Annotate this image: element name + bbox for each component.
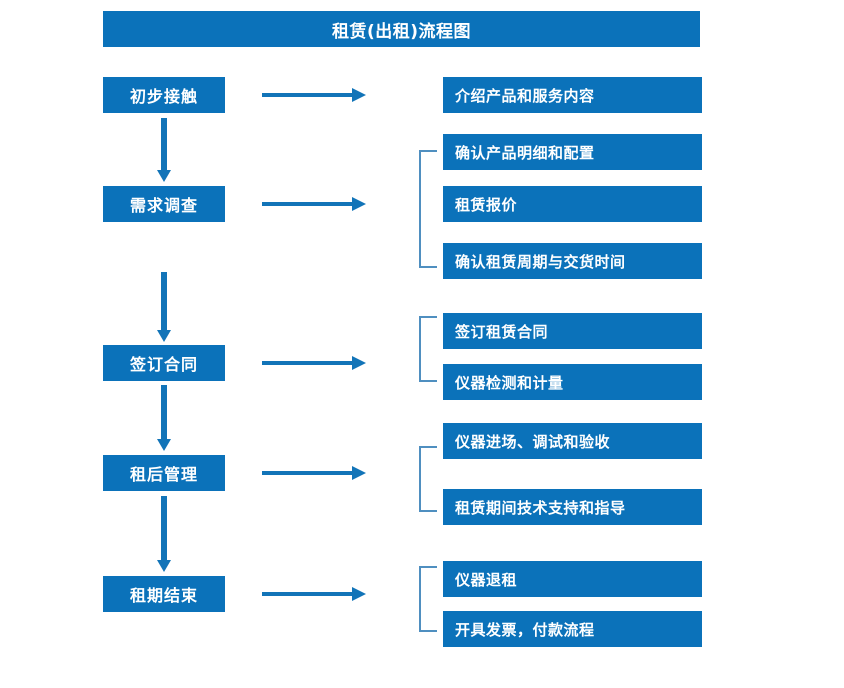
arrow-head-down-icon	[157, 170, 171, 182]
page-title: 租赁(出租)流程图	[103, 11, 700, 47]
arrow-head-right-icon	[352, 587, 366, 601]
detail-box-5[interactable]: 签订租赁合同	[443, 313, 702, 349]
arrow-shaft	[161, 385, 167, 439]
arrow-head-right-icon	[352, 356, 366, 370]
detail-box-8[interactable]: 租赁期间技术支持和指导	[443, 489, 702, 525]
arrow-shaft	[262, 471, 352, 475]
vertical-arrow-2	[157, 272, 171, 342]
arrow-shaft	[262, 361, 352, 365]
detail-box-4[interactable]: 确认租赁周期与交货时间	[443, 243, 702, 279]
arrow-shaft	[262, 592, 352, 596]
vertical-arrow-4	[157, 496, 171, 572]
arrow-head-down-icon	[157, 330, 171, 342]
stage-box-1[interactable]: 初步接触	[103, 77, 225, 113]
arrow-head-right-icon	[352, 197, 366, 211]
vertical-arrow-1	[157, 118, 171, 182]
detail-box-7[interactable]: 仪器进场、调试和验收	[443, 423, 702, 459]
arrow-head-down-icon	[157, 439, 171, 451]
stage-box-3[interactable]: 签订合同	[103, 345, 225, 381]
horizontal-arrow-1	[262, 88, 366, 102]
arrow-head-down-icon	[157, 560, 171, 572]
stage-box-4[interactable]: 租后管理	[103, 455, 225, 491]
stage-box-2[interactable]: 需求调查	[103, 186, 225, 222]
group-bracket-2	[419, 316, 437, 382]
detail-box-1[interactable]: 介绍产品和服务内容	[443, 77, 702, 113]
arrow-head-right-icon	[352, 88, 366, 102]
horizontal-arrow-2	[262, 197, 366, 211]
vertical-arrow-3	[157, 385, 171, 451]
arrow-shaft	[262, 202, 352, 206]
detail-box-9[interactable]: 仪器退租	[443, 561, 702, 597]
horizontal-arrow-3	[262, 356, 366, 370]
group-bracket-4	[419, 566, 437, 632]
horizontal-arrow-4	[262, 466, 366, 480]
detail-box-10[interactable]: 开具发票，付款流程	[443, 611, 702, 647]
detail-box-2[interactable]: 确认产品明细和配置	[443, 134, 702, 170]
group-bracket-3	[419, 446, 437, 512]
arrow-shaft	[262, 93, 352, 97]
group-bracket-1	[419, 150, 437, 268]
arrow-shaft	[161, 496, 167, 560]
stage-box-5[interactable]: 租期结束	[103, 576, 225, 612]
arrow-shaft	[161, 118, 167, 170]
detail-box-3[interactable]: 租赁报价	[443, 186, 702, 222]
arrow-head-right-icon	[352, 466, 366, 480]
detail-box-6[interactable]: 仪器检测和计量	[443, 364, 702, 400]
arrow-shaft	[161, 272, 167, 330]
horizontal-arrow-5	[262, 587, 366, 601]
